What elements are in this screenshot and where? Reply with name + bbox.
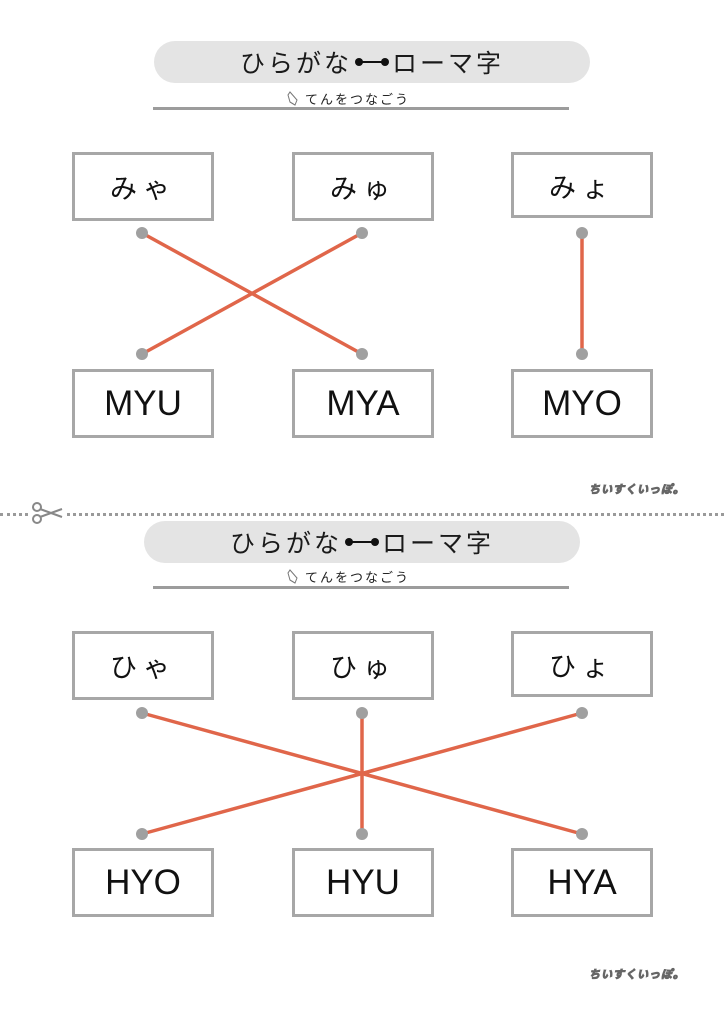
worksheet-myx: ひらがな ローマ字 てんをつなごう みゃ みゅ みょ MYU MYA MYO ち… — [0, 0, 724, 500]
romaji-connect-dot[interactable] — [136, 348, 148, 360]
kana-label: みょ — [549, 172, 615, 204]
romaji-label: MYA — [326, 383, 400, 423]
dot-line-dot-icon — [345, 537, 379, 547]
title-underline — [153, 586, 569, 589]
title-romaji: ローマ字 — [392, 49, 505, 78]
connection-line — [141, 711, 583, 836]
romaji-connect-dot[interactable] — [576, 348, 588, 360]
kana-connect-dot[interactable] — [356, 227, 368, 239]
romaji-connect-dot[interactable] — [356, 348, 368, 360]
kana-box: みゃ — [72, 152, 214, 221]
kana-connect-dot[interactable] — [136, 227, 148, 239]
romaji-connect-dot[interactable] — [136, 828, 148, 840]
kana-label: ひょ — [549, 651, 615, 683]
kana-box: みゅ — [292, 152, 434, 221]
connection-line — [141, 231, 363, 356]
kana-connect-dot[interactable] — [576, 227, 588, 239]
kana-box: ひゅ — [292, 631, 434, 700]
instruction: てんをつなごう — [287, 89, 410, 108]
kana-label: みゃ — [110, 174, 176, 205]
romaji-label: MYO — [542, 383, 622, 423]
title-underline — [153, 107, 569, 110]
instruction-text: てんをつなごう — [305, 571, 411, 586]
title-hiragana: ひらがな — [239, 49, 352, 78]
romaji-box: MYO — [511, 369, 653, 438]
connection-line — [141, 231, 363, 356]
romaji-box: MYA — [292, 369, 434, 438]
kana-box: ひゃ — [72, 631, 214, 700]
connection-line — [141, 711, 583, 836]
pencil-icon — [287, 90, 298, 106]
romaji-label: HYA — [547, 862, 617, 902]
kana-connect-dot[interactable] — [576, 707, 588, 719]
romaji-label: HYU — [326, 862, 400, 902]
cut-line — [0, 513, 724, 516]
kana-connect-dot[interactable] — [356, 707, 368, 719]
worksheet-hyx: ひらがな ローマ字 てんをつなごう ひゃ ひゅ ひょ HYO HYU HYA ち… — [0, 480, 724, 982]
worksheet-title: ひらがな ローマ字 — [154, 41, 590, 83]
kana-label: ひゃ — [110, 653, 176, 684]
kana-label: みゅ — [330, 174, 396, 205]
kana-box: ひょ — [511, 631, 653, 697]
kana-connect-dot[interactable] — [136, 707, 148, 719]
romaji-box: HYA — [511, 848, 653, 917]
romaji-box: HYO — [72, 848, 214, 917]
romaji-box: HYU — [292, 848, 434, 917]
title-hiragana: ひらがな — [229, 529, 342, 558]
instruction-text: てんをつなごう — [305, 93, 411, 108]
kana-box: みょ — [511, 152, 653, 218]
romaji-box: MYU — [72, 369, 214, 438]
romaji-label: HYO — [105, 862, 181, 902]
pencil-icon — [287, 568, 298, 584]
romaji-connect-dot[interactable] — [356, 828, 368, 840]
title-romaji: ローマ字 — [382, 529, 495, 558]
kana-label: ひゅ — [330, 653, 396, 684]
romaji-label: MYU — [104, 383, 182, 423]
worksheet-title: ひらがな ローマ字 — [144, 521, 580, 563]
scissors-icon — [30, 500, 64, 526]
dot-line-dot-icon — [355, 57, 389, 67]
instruction: てんをつなごう — [287, 567, 410, 586]
romaji-connect-dot[interactable] — [576, 828, 588, 840]
brand-logo: ちいすくいっぽ。 — [589, 968, 685, 982]
brand-logo: ちいすくいっぽ。 — [589, 483, 685, 497]
